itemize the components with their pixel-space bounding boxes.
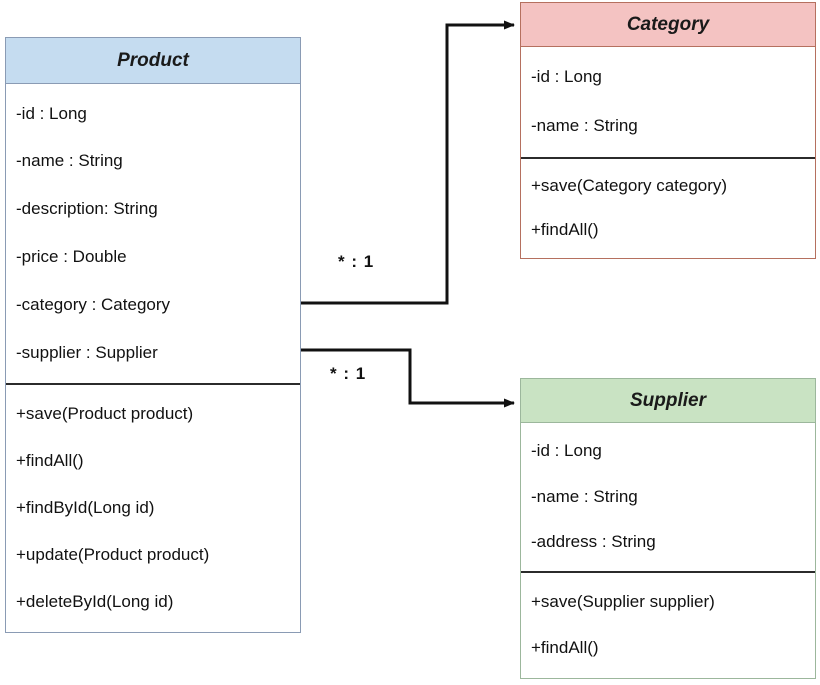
attribute-row: -id : Long xyxy=(531,67,602,87)
attribute-row: -id : Long xyxy=(16,103,87,123)
multiplicity-label-product-category: * : 1 xyxy=(338,252,375,271)
attribute-row: -name : String xyxy=(16,151,123,171)
operation-row: +update(Product product) xyxy=(16,545,210,565)
attribute-row: -id : Long xyxy=(531,441,602,461)
attribute-row: -address : String xyxy=(531,531,656,551)
operations-compartment-product: +save(Product product) +findAll() +findB… xyxy=(6,383,300,632)
operation-row: +findAll() xyxy=(531,638,599,658)
class-name-supplier: Supplier xyxy=(521,379,815,423)
operation-row: +findAll() xyxy=(531,219,599,239)
attributes-compartment-category: -id : Long -name : String xyxy=(521,47,815,157)
attribute-row: -supplier : Supplier xyxy=(16,342,158,362)
attribute-row: -category : Category xyxy=(16,294,171,314)
attribute-row: -name : String xyxy=(531,116,638,136)
class-name-category: Category xyxy=(521,3,815,47)
attributes-compartment-supplier: -id : Long -name : String -address : Str… xyxy=(521,423,815,571)
attribute-row: -description: String xyxy=(16,199,158,219)
operation-row: +save(Product product) xyxy=(16,404,194,424)
attribute-row: -price : Double xyxy=(16,247,127,267)
operations-compartment-category: +save(Category category) +findAll() xyxy=(521,157,815,258)
operation-row: +save(Category category) xyxy=(531,176,728,196)
operation-row: +findAll() xyxy=(16,451,84,471)
operation-row: +save(Supplier supplier) xyxy=(531,591,715,611)
operations-compartment-supplier: +save(Supplier supplier) +findAll() xyxy=(521,571,815,678)
multiplicity-label-product-supplier: * : 1 xyxy=(330,364,367,383)
attribute-row: -name : String xyxy=(531,486,638,506)
class-box-category[interactable]: Category -id : Long -name : String +save… xyxy=(520,2,816,259)
class-box-product[interactable]: Product -id : Long -name : String -descr… xyxy=(5,37,301,633)
operation-row: +deleteById(Long id) xyxy=(16,592,174,612)
class-name-product: Product xyxy=(6,38,300,84)
class-box-supplier[interactable]: Supplier -id : Long -name : String -addr… xyxy=(520,378,816,679)
association-product-category-line xyxy=(301,20,515,305)
operation-row: +findById(Long id) xyxy=(16,498,155,518)
attributes-compartment-product: -id : Long -name : String -description: … xyxy=(6,84,300,383)
